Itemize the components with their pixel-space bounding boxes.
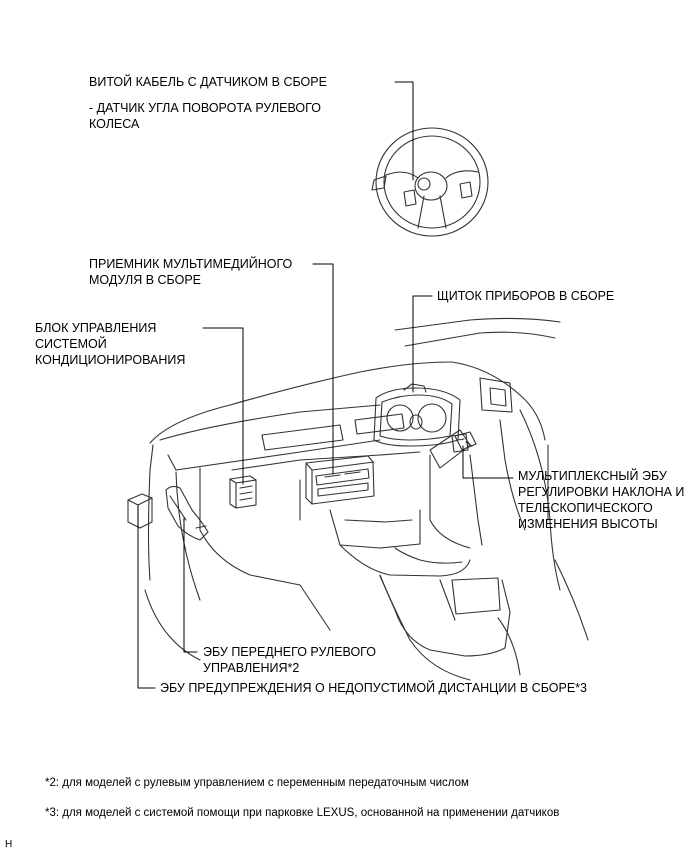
label-spiral-cable: ВИТОЙ КАБЕЛЬ С ДАТЧИКОМ В СБОРЕ <box>89 75 327 89</box>
label-multimedia-line1: ПРИЕМНИК МУЛЬТИМЕДИЙНОГО <box>89 257 293 271</box>
label-ac-control-line2: СИСТЕМОЙ <box>35 337 107 351</box>
footnote-2: *2: для моделей с рулевым управлением с … <box>45 777 469 789</box>
label-combination-meter: ЩИТОК ПРИБОРОВ В СБОРЕ <box>437 289 615 303</box>
label-front-steering-line1: ЭБУ ПЕРЕДНЕГО РУЛЕВОГО <box>203 645 376 659</box>
label-tilt-ecu-line3: ТЕЛЕСКОПИЧЕСКОГО <box>518 501 653 515</box>
combination-meter-drawing <box>373 383 461 447</box>
label-tilt-ecu-line2: РЕГУЛИРОВКИ НАКЛОНА И <box>518 485 685 499</box>
steering-wheel-drawing <box>371 127 489 237</box>
tilt-ecu-drawing <box>451 433 473 453</box>
label-front-steering-line2: УПРАВЛЕНИЯ*2 <box>203 661 300 675</box>
dashboard-drawing <box>144 317 589 681</box>
label-multimedia-line2: МОДУЛЯ В СБОРЕ <box>89 273 201 287</box>
label-steering-sensor-line2: КОЛЕСА <box>89 117 140 131</box>
front-steering-ecu-drawing <box>165 485 209 541</box>
label-ac-control-line1: БЛОК УПРАВЛЕНИЯ <box>35 321 157 335</box>
label-tilt-ecu-line1: МУЛЬТИПЛЕКСНЫЙ ЭБУ <box>518 469 667 483</box>
leader-lines <box>137 81 514 689</box>
label-steering-sensor-line1: - ДАТЧИК УГЛА ПОВОРОТА РУЛЕВОГО <box>89 101 321 115</box>
label-clearance-ecu: ЭБУ ПРЕДУПРЕЖДЕНИЯ О НЕДОПУСТИМОЙ ДИСТАН… <box>160 681 587 695</box>
multimedia-receiver-drawing <box>305 455 375 505</box>
corner-mark: H <box>5 839 13 850</box>
label-tilt-ecu-line4: ИЗМЕНЕНИЯ ВЫСОТЫ <box>518 517 658 531</box>
footnote-3: *3: для моделей с системой помощи при па… <box>45 807 560 819</box>
label-ac-control-line3: КОНДИЦИОНИРОВАНИЯ <box>35 353 186 367</box>
ac-control-drawing <box>229 475 257 509</box>
